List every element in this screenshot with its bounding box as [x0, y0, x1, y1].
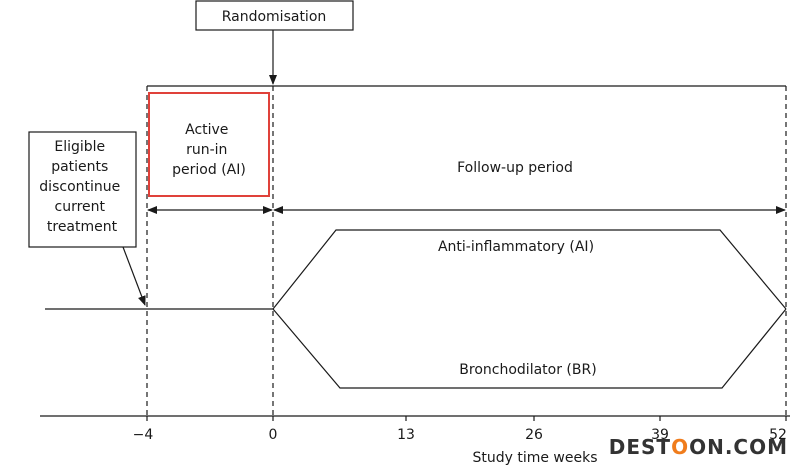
runin-label: Active run-in period (AI) [172, 122, 246, 178]
runin-box [148, 92, 270, 197]
watermark-logo: DESTOON.COM [609, 435, 788, 459]
ai-arm-label: Anti-inflammatory (AI) [438, 239, 594, 255]
tick-label-39: 39 [651, 427, 669, 443]
eligible-pointer-arrow [122, 246, 146, 306]
br-arm-path [272, 308, 787, 389]
eligible-label: Eligible patients discontinue current tr… [39, 139, 124, 235]
watermark-prefix: DEST [608, 435, 672, 459]
randomisation-box [195, 0, 354, 31]
axis-title: Study time weeks [472, 450, 597, 466]
tick-label-0: 0 [269, 427, 278, 443]
followup-label: Follow-up period [457, 160, 573, 176]
tick-label-26: 26 [525, 427, 543, 443]
watermark-suffix: ON.COM [689, 435, 788, 459]
randomisation-label: Randomisation [222, 9, 327, 25]
eligible-box [28, 131, 137, 248]
tick-label-minus4: −4 [133, 427, 154, 443]
ai-arm-path [272, 229, 787, 310]
tick-label-13: 13 [397, 427, 415, 443]
tick-label-52: 52 [769, 427, 787, 443]
br-arm-label: Bronchodilator (BR) [459, 362, 596, 378]
watermark-accent: O [671, 435, 690, 459]
axis-tick-marks [146, 416, 787, 421]
